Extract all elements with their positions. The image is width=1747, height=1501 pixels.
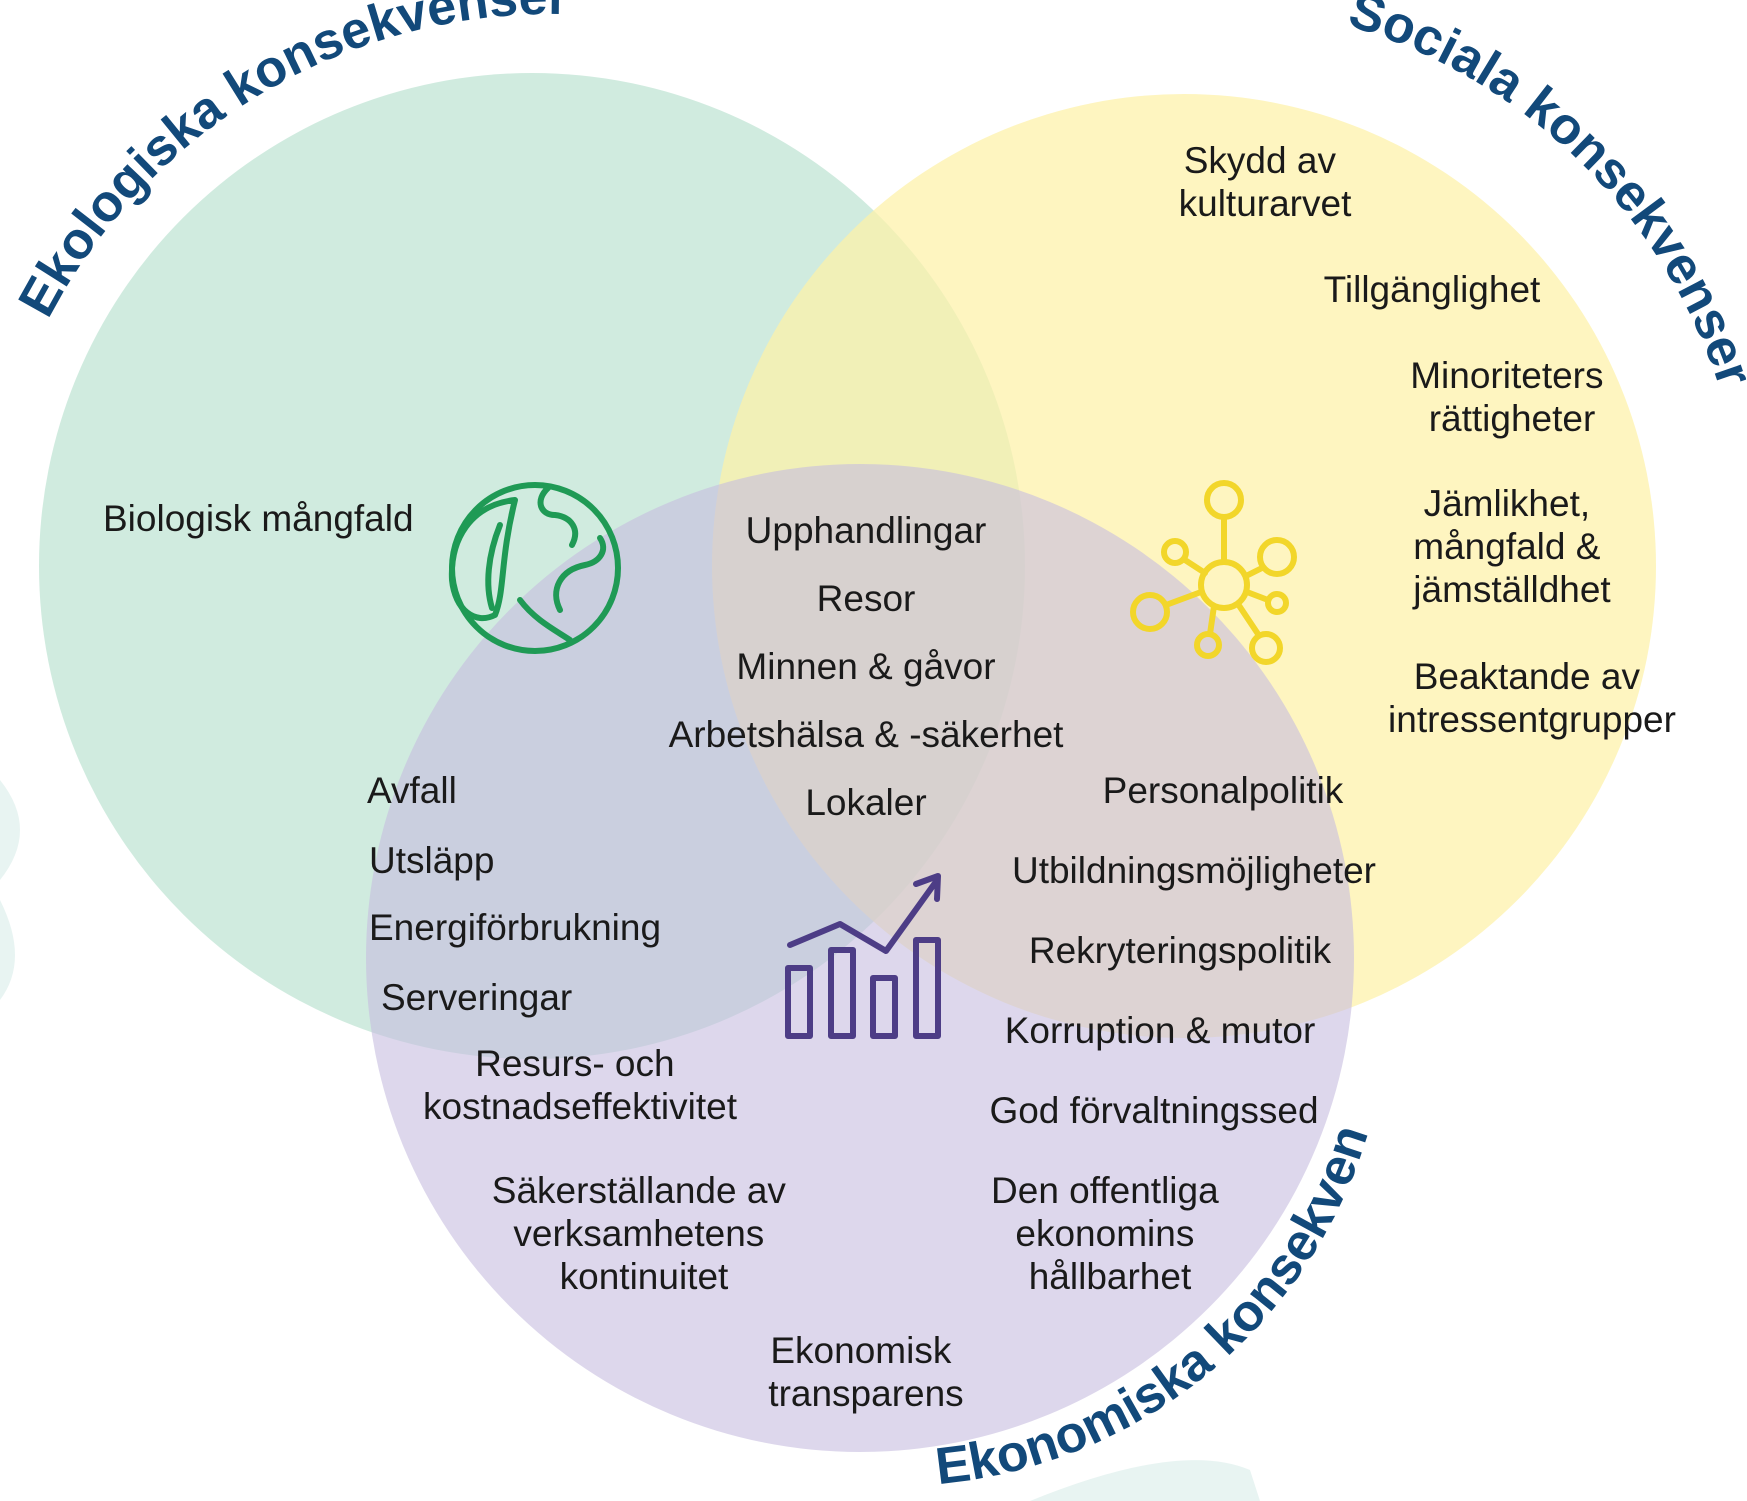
network-icon: [1130, 480, 1297, 665]
item-upphandlingar: Upphandlingar: [746, 510, 987, 551]
item-beaktande-av-intressentgrupper: Beaktande av intressentgrupper: [1388, 656, 1676, 740]
item-tillganglighet: Tillgänglighet: [1324, 269, 1541, 310]
economic-circle: [366, 464, 1354, 1452]
item-den-offentliga-ekonomins-hallbarhet: Den offentliga ekonomins hållbarhet: [991, 1170, 1229, 1297]
background-wave-shape: [0, 780, 20, 880]
item-sakerstallande-av-kontinuitet: Säkerställande av verksamhetens kontinui…: [492, 1170, 796, 1297]
item-utbildningsmojligheter: Utbildningsmöjligheter: [1012, 850, 1376, 891]
background-wave-shape: [1030, 1460, 1260, 1501]
item-resurs-och-kostnadseffektivitet: Resurs- och kostnadseffektivitet: [423, 1043, 738, 1127]
item-ekonomisk-transparens: Ekonomisk transparens: [768, 1330, 963, 1414]
item-personalpolitik: Personalpolitik: [1103, 770, 1344, 811]
item-energiforbrukning: Energiförbrukning: [369, 907, 661, 948]
item-utslapp: Utsläpp: [369, 840, 494, 881]
item-god-forvaltningssed: God förvaltningssed: [989, 1090, 1318, 1131]
item-jamlikhet: Jämlikhet, mångfald & jämställdhet: [1412, 483, 1611, 610]
globe-leaf-icon: [448, 482, 621, 654]
background-wave-shape: [0, 900, 15, 1000]
item-serveringar: Serveringar: [381, 977, 572, 1018]
item-korruption-och-mutor: Korruption & mutor: [1005, 1010, 1316, 1051]
item-resor: Resor: [817, 578, 916, 619]
item-arbetshalsa: Arbetshälsa & -säkerhet: [669, 714, 1065, 755]
item-minoriteters-rattigheter: Minoriteters rättigheter: [1410, 355, 1614, 439]
item-minnen-och-gavor: Minnen & gåvor: [736, 646, 995, 687]
item-lokaler: Lokaler: [805, 782, 926, 823]
item-skydd-av-kulturarvet: Skydd av kulturarvet: [1179, 140, 1352, 224]
item-avfall: Avfall: [367, 770, 457, 811]
growth-chart-icon: [785, 873, 941, 1039]
item-rekryteringspolitik: Rekryteringspolitik: [1029, 930, 1332, 971]
item-biologisk-mangfald: Biologisk mångfald: [103, 498, 414, 539]
